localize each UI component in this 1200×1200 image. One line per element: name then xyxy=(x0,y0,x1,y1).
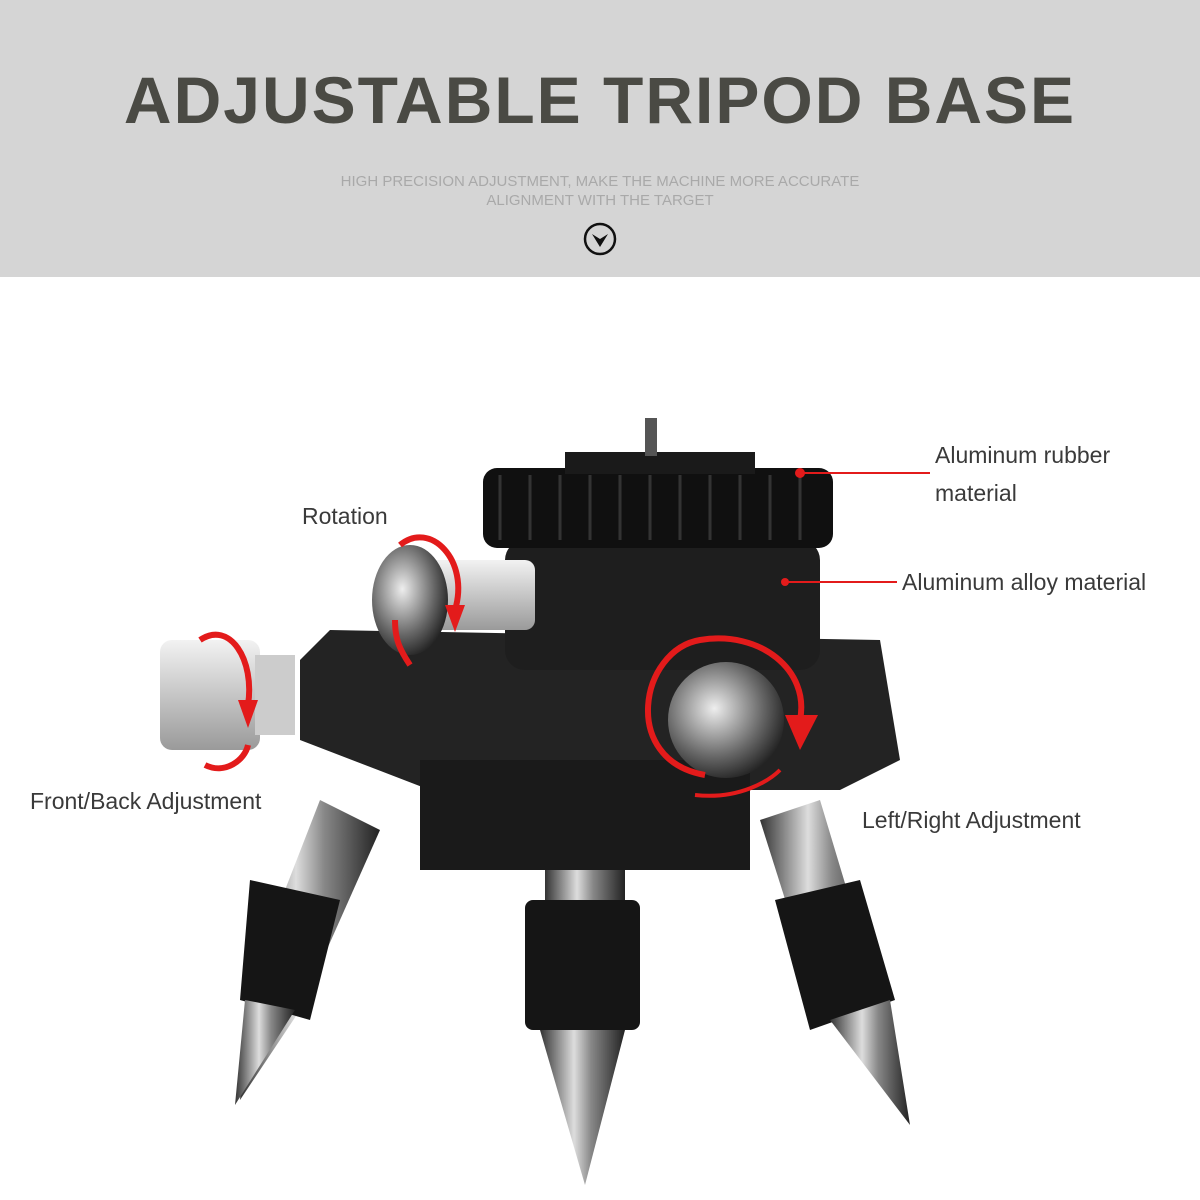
subtitle-line-1: HIGH PRECISION ADJUSTMENT, MAKE THE MACH… xyxy=(340,173,860,190)
page-title: ADJUSTABLE TRIPOD BASE xyxy=(123,63,1077,137)
tripod-legs xyxy=(235,800,910,1185)
leader-lines xyxy=(785,472,930,583)
adjustment-arrows xyxy=(198,534,805,798)
label-aluminum-alloy: Aluminum alloy material xyxy=(902,569,1147,595)
subtitle: HIGH PRECISION ADJUSTMENT, MAKE THE MACH… xyxy=(0,172,1200,210)
label-front-back-adjustment: Front/Back Adjustment xyxy=(30,788,262,814)
subtitle-line-2: ALIGNMENT WITH THE TARGET xyxy=(486,192,714,209)
chevron-down-circle-icon[interactable] xyxy=(583,222,617,256)
label-aluminum-rubber: Aluminum rubber material xyxy=(935,436,1110,512)
label-aluminum-rubber-line-2: material xyxy=(935,480,1017,506)
label-left-right-adjustment: Left/Right Adjustment xyxy=(862,807,1081,833)
header-banner: ADJUSTABLE TRIPOD BASE HIGH PRECISION AD… xyxy=(0,0,1200,277)
front-back-knob xyxy=(160,640,295,750)
label-rotation: Rotation xyxy=(302,503,388,529)
label-aluminum-rubber-line-1: Aluminum rubber xyxy=(935,442,1111,468)
left-right-knob xyxy=(668,662,784,778)
rotation-knob xyxy=(372,545,535,655)
